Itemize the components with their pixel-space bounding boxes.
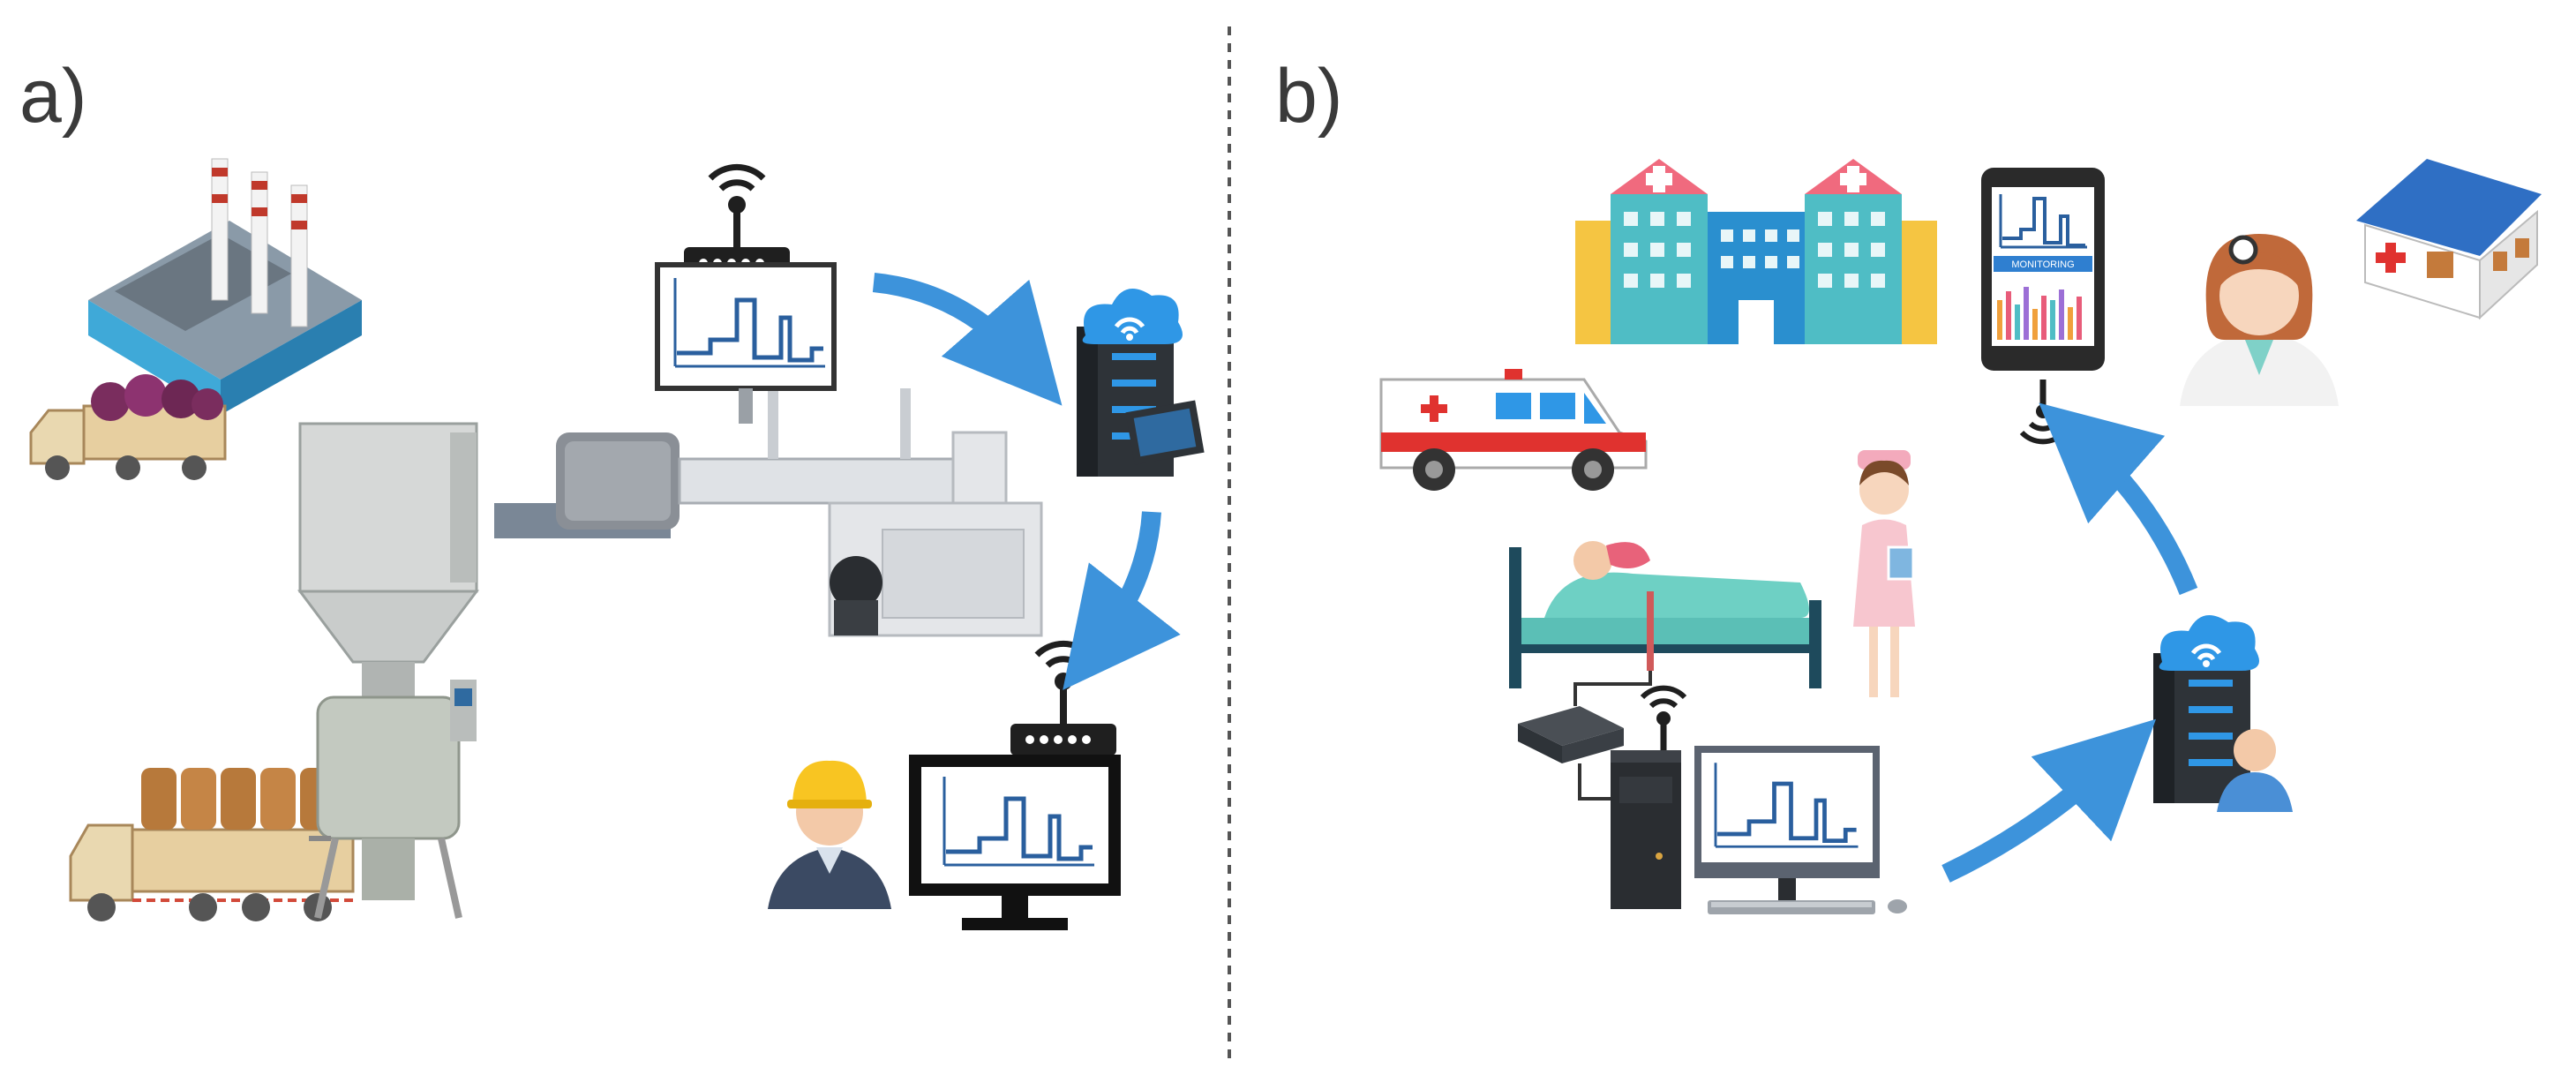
ambulance-icon: [1379, 369, 1648, 491]
extruder-machine-icon: [494, 388, 1043, 637]
panel-label-b: b): [1275, 54, 1343, 139]
pc-wifi-icon: [1642, 688, 1685, 750]
smartphone-icon: MONITORING: [1981, 168, 2105, 371]
smartphone-wifi-icon: [2022, 380, 2064, 441]
set-top-box-icon: [1518, 706, 1624, 763]
computer-tower-icon: [1611, 750, 1681, 909]
mouse-icon: [1888, 899, 1907, 913]
operator-monitor-icon: [909, 755, 1121, 930]
doctor-icon: [2180, 234, 2339, 406]
clinic-house-icon: [2356, 159, 2542, 320]
factory-icon: [88, 158, 362, 415]
phone-banner-text: MONITORING: [2011, 259, 2074, 270]
arrow-machine-to-cloud: [872, 273, 1063, 406]
box-to-pc-cable: [1578, 763, 1615, 801]
arrow-server-to-phone: [2039, 402, 2198, 596]
sensor-to-box-cable: [1573, 671, 1652, 706]
panel-label-a: a): [19, 54, 87, 139]
worker-icon: [768, 760, 891, 909]
nurse-icon: [1853, 450, 1915, 697]
patient-bed-icon: [1509, 541, 1821, 688]
cloud-server-icon: [1077, 289, 1205, 477]
arrow-cloud-to-operator: [1063, 511, 1181, 690]
arrow-pc-to-server: [1941, 718, 2157, 883]
truck-grapes-icon: [29, 374, 227, 480]
hospital-server-icon: [2153, 615, 2293, 812]
operator-router-icon: [1010, 643, 1116, 756]
machine-monitor-icon: [657, 265, 834, 424]
hospital-icon: [1575, 159, 1937, 344]
desktop-monitor-icon: [1694, 746, 1880, 909]
truck-barrels-icon: [69, 768, 355, 921]
mixer-tank-icon: [297, 422, 479, 919]
keyboard-icon: [1708, 900, 1875, 914]
